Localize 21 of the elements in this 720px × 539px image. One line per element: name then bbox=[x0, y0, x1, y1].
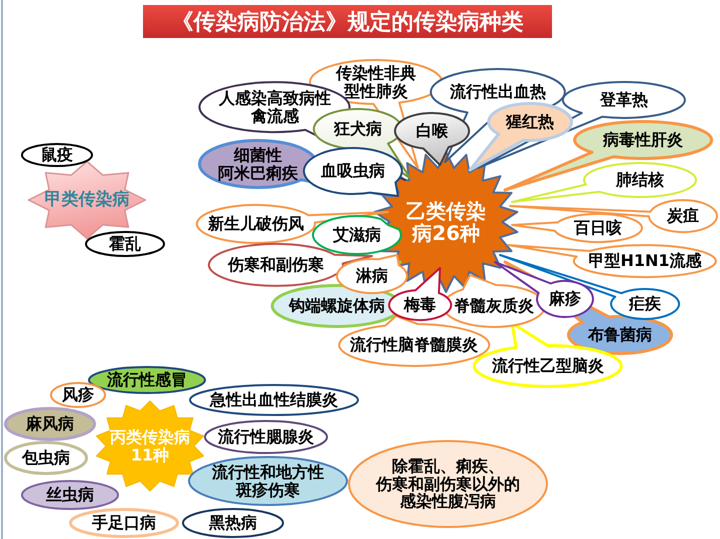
oval-label: 包虫病 bbox=[4, 441, 88, 475]
oval-label: 除霍乱、痢疾、伤寒和副伤寒以外的感染性腹泻病 bbox=[348, 440, 548, 528]
speech-bubble: 百日咳 bbox=[510, 213, 643, 243]
oval-label: 丝虫病 bbox=[21, 480, 119, 510]
oval-label: 流行性腮腺炎 bbox=[204, 420, 328, 454]
speech-bubble: 梅毒 bbox=[388, 266, 452, 321]
oval-label: 流行性和地方性斑疹伤寒 bbox=[188, 456, 348, 506]
speech-bubble: 猩红热 bbox=[468, 102, 573, 172]
starburst: 丙类传染病11种 bbox=[94, 400, 206, 492]
oval-label: 鼠疫 bbox=[21, 143, 93, 167]
speech-bubble: 艾滋病 bbox=[312, 215, 402, 255]
oval-label: 手足口病 bbox=[69, 508, 179, 538]
oval-label: 霍乱 bbox=[85, 231, 165, 257]
speech-bubble: 血吸虫病 bbox=[303, 147, 403, 198]
oval-label: 急性出血性结膜炎 bbox=[189, 384, 359, 416]
oval-label: 黑热病 bbox=[182, 508, 284, 538]
oval-label: 风疹 bbox=[50, 382, 106, 408]
speech-bubble: 肺结核 bbox=[510, 162, 697, 204]
title-banner: 《传染病防治法》规定的传染病种类 bbox=[143, 5, 552, 38]
oval-label: 麻风病 bbox=[4, 407, 96, 441]
speech-bubble: 白喉 bbox=[394, 112, 470, 167]
